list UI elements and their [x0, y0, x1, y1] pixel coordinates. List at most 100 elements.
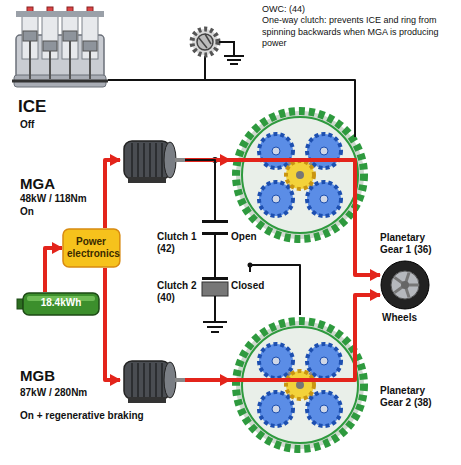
motor-shaft	[175, 378, 185, 382]
owc-note: OWC: (44)One-way clutch: prevents ICE an…	[262, 4, 457, 49]
planet-pin	[272, 405, 280, 413]
piston	[63, 31, 77, 41]
node-label: ICE	[18, 97, 46, 117]
note-text: OWC: (44)	[262, 4, 457, 15]
planetary-gear-drawing	[230, 315, 370, 455]
motor-generator: MGB87kW / 280NmOn + regenerative braking	[120, 355, 185, 405]
owc-ground-wire	[219, 42, 234, 56]
ground-symbol	[224, 56, 244, 64]
crankshaft	[12, 80, 108, 83]
motor-foot	[128, 177, 166, 183]
cooling-rib	[155, 143, 157, 177]
planet-pin	[272, 357, 280, 365]
power-flow-arrow	[355, 295, 380, 315]
power-electronics: Power electronics	[62, 228, 120, 268]
ring-gear-inner	[242, 117, 358, 233]
node-label: Planetary Gear 1 (36)	[380, 232, 444, 256]
motor-body	[124, 361, 170, 399]
clutch-stem	[214, 296, 216, 322]
piston	[43, 41, 57, 51]
battery-cell	[23, 293, 99, 315]
node-label: 48kW / 118Nm	[20, 193, 87, 205]
piston	[23, 31, 37, 41]
planet-gear	[307, 182, 341, 216]
node-label: MGB	[20, 367, 55, 385]
motor-generator: MGA48kW / 118NmOn	[120, 135, 185, 185]
planet-pin	[320, 195, 328, 203]
planet-pin	[320, 405, 328, 413]
cooling-rib	[161, 363, 163, 397]
clutch-plate	[202, 220, 228, 223]
gear-center	[296, 171, 304, 179]
node-label: Clutch 1 (42)	[157, 231, 201, 255]
motor-generator-drawing	[120, 135, 185, 185]
cam-cover	[16, 11, 104, 17]
owc-pawl	[199, 34, 211, 48]
node-label: Closed	[231, 280, 264, 292]
owc-hub	[197, 34, 213, 50]
shaft-line	[354, 105, 356, 137]
planet-pin	[320, 147, 328, 155]
power-flow-line	[230, 315, 355, 380]
cooling-rib	[155, 363, 157, 397]
node-label: Planetary Gear 2 (38)	[380, 385, 444, 409]
cooling-rib	[161, 143, 163, 177]
planet-pin	[320, 357, 328, 365]
planet-pin	[272, 195, 280, 203]
clutch-plate	[202, 277, 228, 280]
owc-shaft	[204, 56, 206, 80]
node-label: 87kW / 280Nm	[20, 387, 87, 399]
node-label: Power electronics	[67, 236, 115, 260]
node-label: MGA	[20, 175, 55, 193]
sun-gear	[286, 161, 314, 189]
engine: ICEOff	[12, 5, 108, 92]
sun-gear	[286, 371, 314, 399]
ring-gear	[236, 321, 364, 449]
con-rod	[49, 51, 51, 79]
planet-gear	[259, 344, 293, 378]
cooling-rib	[143, 143, 145, 177]
ground-symbol	[203, 322, 227, 332]
con-rod	[89, 51, 91, 79]
end-cap	[164, 362, 176, 398]
cooling-rib	[137, 143, 139, 177]
power-flow-line	[230, 160, 355, 245]
shaft-connector	[185, 160, 215, 215]
power-electronics-box	[63, 229, 120, 267]
planet-gear	[307, 134, 341, 168]
tire	[381, 261, 429, 309]
con-rod	[29, 41, 31, 79]
clutch: Clutch 2 (40)Closed	[155, 272, 275, 342]
power-flow-arrow	[185, 378, 230, 382]
ring-gear-inner	[242, 327, 358, 443]
shaft-connector	[214, 260, 216, 272]
rim	[391, 271, 419, 299]
node-label: On	[20, 206, 34, 218]
cooling-rib	[137, 363, 139, 397]
hub	[401, 281, 409, 289]
planet-gear	[307, 344, 341, 378]
power-flow-arrow	[355, 245, 380, 275]
planet-pin	[272, 147, 280, 155]
clutch-plate-engaged	[202, 282, 228, 296]
engine-drawing	[12, 5, 108, 92]
wheel-drawing	[380, 260, 430, 310]
note-text: One-way clutch: prevents ICE and ring fr…	[262, 15, 457, 49]
wheel: Wheels	[380, 260, 430, 310]
planet-gear	[259, 134, 293, 168]
cooling-rib	[131, 363, 133, 397]
end-cap	[164, 142, 176, 178]
motor-body	[124, 141, 170, 179]
node-label: 18.4kWh	[22, 297, 100, 309]
battery: 18.4kWh	[22, 292, 100, 316]
cooling-rib	[149, 143, 151, 177]
cooling-rib	[131, 143, 133, 177]
power-flow-arrow	[105, 160, 120, 228]
cooling-rib	[149, 363, 151, 397]
power-flow-arrow	[45, 248, 62, 292]
node-label: Off	[20, 119, 34, 131]
planet-gear	[259, 182, 293, 216]
piston	[83, 41, 97, 51]
node-label: On + regenerative braking	[20, 410, 144, 422]
con-rod	[69, 41, 71, 79]
